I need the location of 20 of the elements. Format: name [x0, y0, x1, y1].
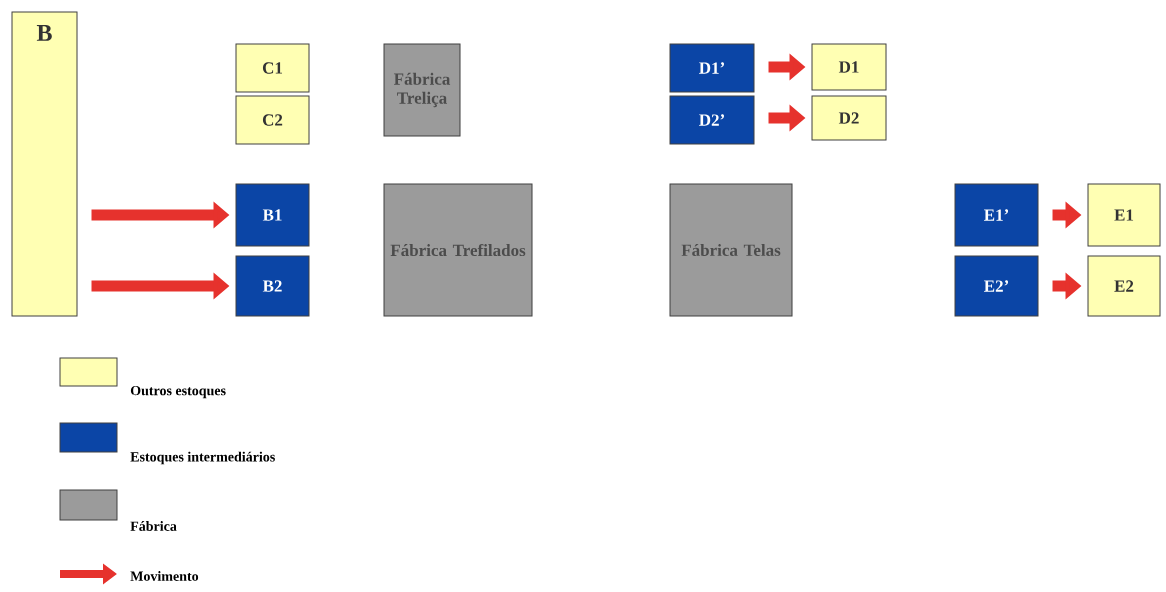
factory-box: Fábrica Treliça [383, 43, 461, 137]
legend-label: Outros estoques [130, 385, 226, 399]
stock-box: E1 [1087, 183, 1161, 247]
stock-box: C2 [235, 95, 310, 145]
intermediate-stock-box: E2’ [954, 255, 1039, 317]
stock-box: D1 [811, 43, 887, 91]
intermediate-stock-box: B1 [235, 183, 310, 247]
intermediate-stock-box: B2 [235, 255, 310, 317]
factory-box: Fábrica Telas [669, 183, 793, 317]
stock-box: B [11, 11, 78, 317]
stock-box: E2 [1087, 255, 1161, 317]
factory-box: Fábrica Trefilados [383, 183, 533, 317]
legend-label: Fábrica [130, 521, 177, 531]
intermediate-stock-box: D1’ [669, 43, 755, 93]
legend-label: Estoques intermediários [130, 451, 275, 465]
stock-box: D2 [811, 95, 887, 141]
intermediate-stock-box: E1’ [954, 183, 1039, 247]
legend-label: Movimento [130, 571, 199, 581]
intermediate-stock-box: D2’ [669, 95, 755, 145]
stock-box: C1 [235, 43, 310, 93]
